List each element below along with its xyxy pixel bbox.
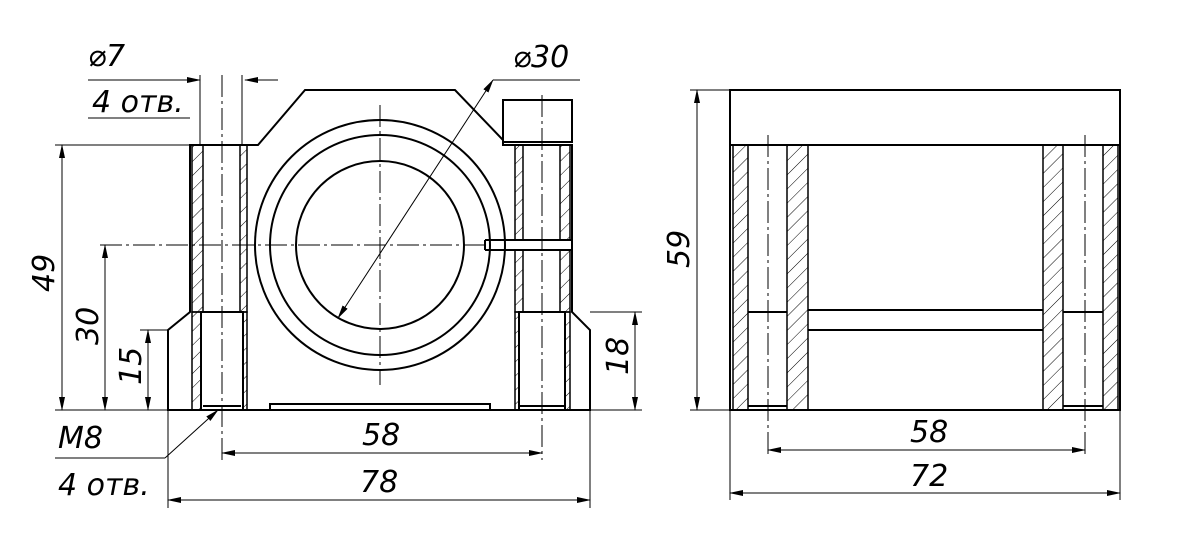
hatch-left-thread-1 — [191, 311, 202, 411]
thread-label: M8 — [58, 421, 103, 456]
side-view-height-label: 59 — [662, 230, 697, 268]
flange-height-label: 15 — [114, 347, 149, 385]
axis-height-label: 30 — [71, 307, 106, 345]
side-view-length-label: 72 — [910, 459, 948, 494]
side-outline — [729, 89, 1121, 411]
hatch-right-wall-2 — [559, 144, 571, 241]
clamp-slot — [484, 239, 572, 251]
hole-spacing-label: 58 — [362, 418, 400, 453]
side-view — [690, 89, 1121, 500]
hatch-right-wall-1 — [514, 144, 524, 241]
side-view-spacing-label: 58 — [910, 415, 948, 450]
hatch-left-wall-2 — [239, 144, 248, 313]
base-relief — [269, 403, 491, 410]
height-total-label: 49 — [27, 254, 62, 292]
width-total-label: 78 — [360, 465, 398, 500]
hole-count-label: 4 отв. — [92, 85, 184, 120]
side-height-label: 18 — [601, 337, 636, 375]
hatch-left-wall-1 — [191, 144, 204, 313]
bore-diameter-label: ⌀30 — [513, 40, 569, 75]
thread-count-label: 4 отв. — [58, 468, 150, 503]
hole-diameter-label: ⌀7 — [88, 39, 125, 74]
clamp-screw-head — [502, 99, 573, 143]
front-view — [55, 75, 642, 508]
